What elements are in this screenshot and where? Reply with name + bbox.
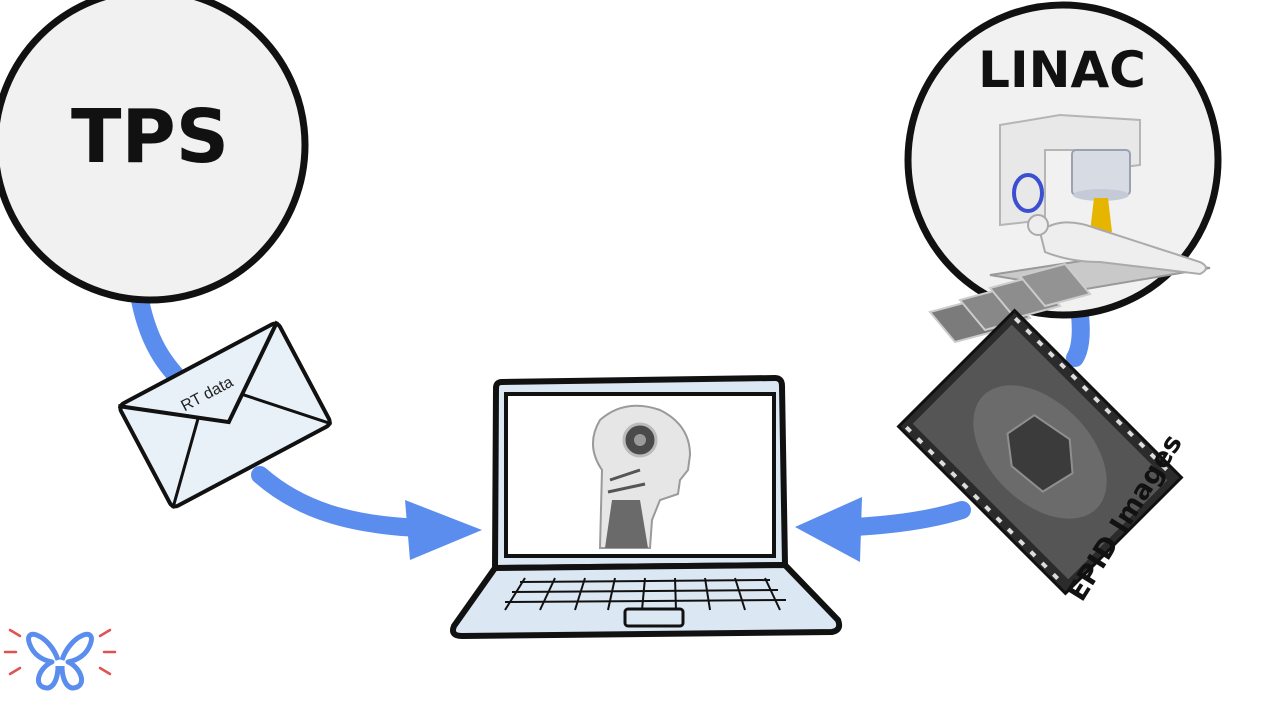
keyboard-keys	[504, 577, 787, 611]
linac-circle	[904, 1, 1222, 319]
epid-film	[896, 308, 1184, 596]
linac-to-laptop-connector	[795, 306, 1090, 562]
tps-label: TPS	[71, 94, 229, 180]
linac-label: LINAC	[978, 41, 1146, 99]
linac-node: LINAC	[904, 1, 1222, 344]
butterfly-logo-icon	[3, 628, 117, 691]
arrowhead-right	[405, 500, 482, 560]
laptop	[450, 374, 843, 640]
rt-data-envelope: RT data	[118, 320, 333, 509]
robot-head-icon	[592, 404, 692, 549]
laptop-touchpad	[623, 607, 685, 628]
arrowhead-left	[795, 497, 862, 562]
tps-node: TPS	[0, 0, 309, 304]
linac-machine-icon	[928, 113, 1211, 344]
tps-circle	[0, 0, 309, 304]
